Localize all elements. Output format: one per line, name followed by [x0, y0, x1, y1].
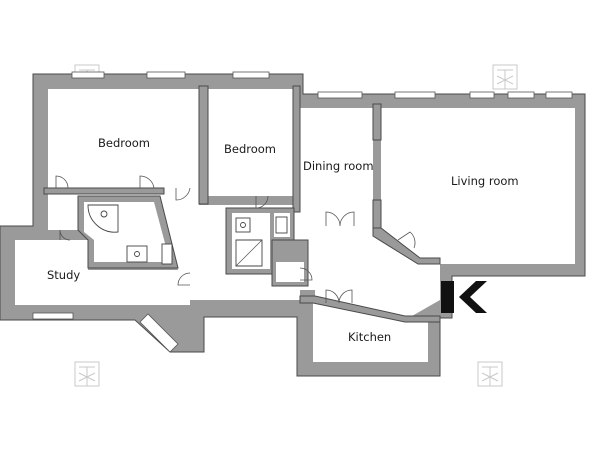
toilet-icon	[161, 243, 173, 265]
windows	[32, 71, 573, 353]
entrance-arrow-icon	[441, 281, 487, 313]
toilet-icon	[275, 216, 288, 234]
logo-watermark-icon	[74, 361, 100, 387]
room-label-study: Study	[47, 268, 80, 282]
room-label-kitchen: Kitchen	[348, 330, 391, 344]
room-label-bedroom-2: Bedroom	[224, 142, 276, 156]
bathroom-fixtures	[87, 204, 288, 267]
room-label-living-room: Living room	[451, 174, 519, 188]
room-label-bedroom-1: Bedroom	[98, 136, 150, 150]
logo-watermark-icon	[492, 64, 518, 90]
logo-watermark-icon	[477, 361, 503, 387]
shower-icon	[87, 204, 119, 233]
floor-areas	[15, 89, 575, 362]
room-label-dining-room: Dining room	[303, 159, 374, 173]
doors	[55, 175, 416, 304]
